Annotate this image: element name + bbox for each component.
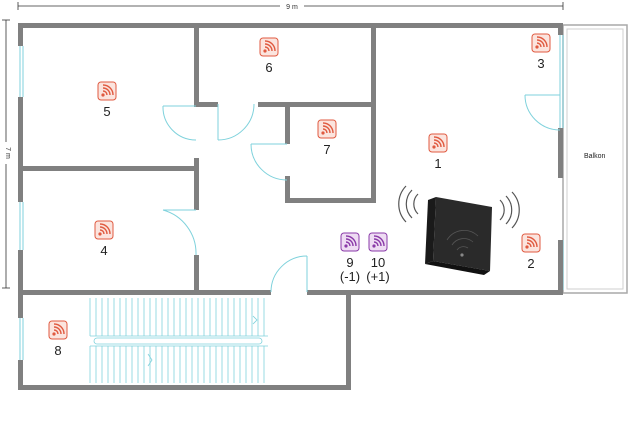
marker-sublabel: (+1) — [366, 269, 389, 284]
width-label: 9 m — [286, 4, 298, 11]
wifi-signal-icon — [428, 133, 448, 153]
wifi-signal-icon — [521, 233, 541, 253]
width-dimension: 9 m — [17, 1, 564, 11]
wifi-signal-icon — [317, 119, 337, 139]
doors — [162, 94, 561, 293]
marker-8: 8 — [48, 320, 68, 358]
signal-waves-icon — [398, 185, 520, 229]
marker-label: 5 — [103, 104, 110, 119]
marker-label: 9 — [346, 255, 353, 270]
marker-4: 4 — [94, 220, 114, 258]
marker-3: 3 — [531, 33, 551, 71]
marker-label: 3 — [537, 56, 544, 71]
marker-6: 6 — [259, 37, 279, 75]
wifi-signal-icon — [259, 37, 279, 57]
height-dimension: 7 m — [1, 19, 11, 289]
marker-label: 8 — [54, 343, 61, 358]
wifi-signal-icon — [97, 81, 117, 101]
marker-5: 5 — [97, 81, 117, 119]
wifi-signal-icon — [340, 232, 360, 252]
marker-1: 1 — [428, 133, 448, 171]
marker-9: 9(-1) — [340, 232, 360, 284]
balcony-label: Balkon — [584, 153, 606, 160]
wifi-signal-icon — [94, 220, 114, 240]
marker-label: 2 — [527, 256, 534, 271]
marker-label: 4 — [100, 243, 107, 258]
marker-10: 10(+1) — [366, 232, 390, 284]
marker-label: 6 — [265, 60, 272, 75]
marker-7: 7 — [317, 119, 337, 157]
marker-label: 10 — [371, 255, 385, 270]
router-icon — [425, 197, 492, 275]
marker-sublabel: (-1) — [340, 269, 360, 284]
marker-label: 7 — [323, 142, 330, 157]
marker-2: 2 — [521, 233, 541, 271]
wifi-signal-icon — [531, 33, 551, 53]
height-label: 7 m — [4, 147, 11, 159]
measurement-markers: 1 2 3 4 5 6 7 8 9(-1) 10(+1) — [48, 33, 551, 358]
balcony: Balkon — [562, 24, 628, 294]
wifi-signal-icon — [368, 232, 388, 252]
staircase-icon — [89, 298, 268, 383]
wifi-signal-icon — [48, 320, 68, 340]
marker-label: 1 — [434, 156, 441, 171]
walls — [18, 23, 563, 390]
